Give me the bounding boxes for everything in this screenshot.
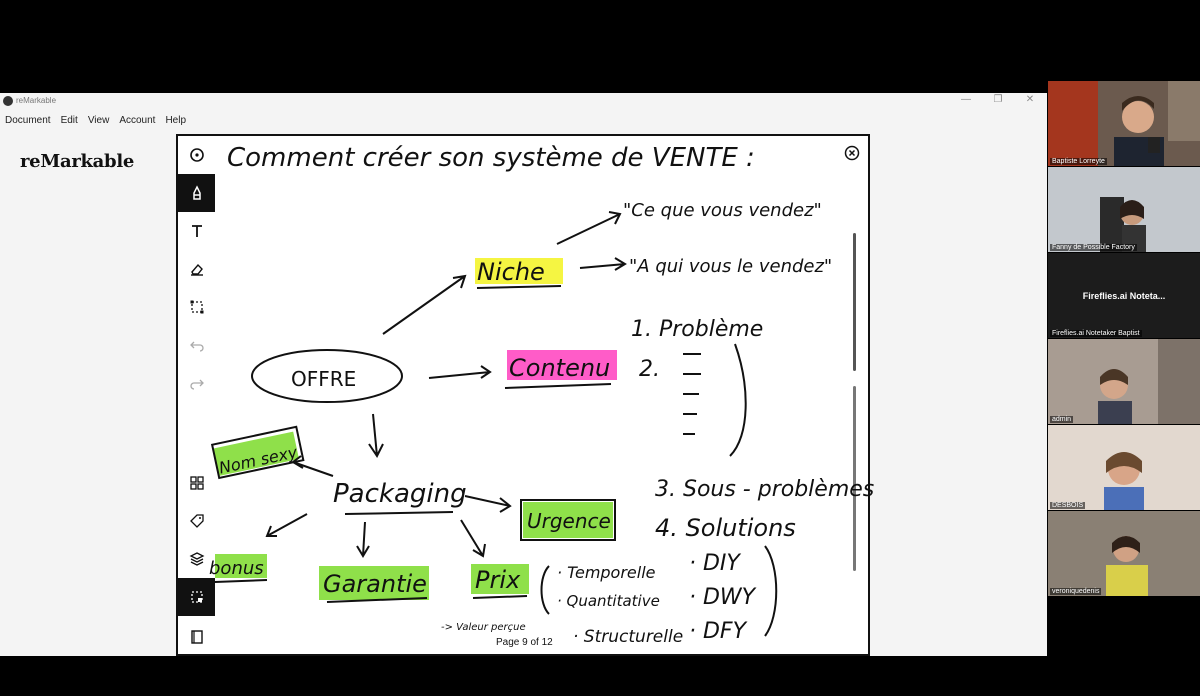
structurelle-text: · Structurelle (573, 627, 683, 647)
probleme-text: 1. Problème (631, 317, 763, 342)
close-document-icon[interactable] (844, 145, 860, 161)
contenu-highlight (507, 350, 617, 380)
grid-icon (189, 476, 204, 490)
handwriting-canvas[interactable]: Comment créer son système de VENTE : OFF… (209, 136, 874, 654)
bonus-text: bonus (209, 558, 264, 579)
sous-problemes-text: 3. Sous - problèmes (655, 477, 874, 502)
valeur-percue-text: -> Valeur perçue (441, 622, 526, 633)
circle-menu-icon (189, 148, 204, 162)
selection-tool[interactable] (178, 288, 215, 326)
dwy-text: · DWY (689, 585, 757, 610)
offre-text: OFFRE (291, 367, 356, 391)
app-logo-icon (3, 96, 13, 106)
eraser-icon (190, 263, 203, 276)
garantie-highlight (319, 566, 429, 600)
underlines (214, 285, 612, 603)
diy-text: · DIY (689, 551, 741, 576)
participant-name: veroniquedenis (1050, 588, 1102, 595)
arrows (265, 211, 778, 637)
move-tool[interactable] (178, 578, 215, 616)
participant-tile[interactable]: veroniquedenis (1048, 511, 1200, 596)
video-feed-image (1048, 81, 1200, 166)
urgence-text: Urgence (527, 509, 611, 533)
scrollbar-track[interactable] (853, 386, 856, 571)
page-overview-button[interactable] (178, 464, 215, 502)
layers-button[interactable] (178, 540, 215, 578)
urgence-highlight (523, 502, 613, 538)
eraser-tool[interactable] (178, 250, 215, 288)
text-icon (191, 225, 202, 237)
menu-account[interactable]: Account (119, 115, 156, 126)
temporelle-text: · Temporelle (557, 563, 656, 582)
offre-ellipse (251, 349, 403, 403)
participant-video-title: Fireflies.ai Noteta... (1082, 291, 1166, 301)
menu-edit[interactable]: Edit (60, 115, 78, 126)
text-tool[interactable] (178, 212, 215, 250)
page-indicator: Page 9 of 12 (496, 637, 553, 648)
document-viewer: Comment créer son système de VENTE : OFF… (176, 134, 874, 656)
prix-highlight (471, 564, 529, 594)
pen-tool[interactable] (178, 174, 215, 212)
video-feed-image (1048, 511, 1200, 596)
participant-name: Fanny de Possible Factory (1050, 244, 1137, 251)
menu-help[interactable]: Help (165, 115, 187, 126)
a-qui-text: "A qui vous le vendez" (629, 256, 832, 277)
participant-tile[interactable]: Fireflies.ai Noteta... Fireflies.ai Note… (1048, 253, 1200, 338)
garantie-text: Garantie (323, 570, 427, 598)
notebook-icon (190, 630, 203, 644)
minimize-button[interactable]: — (961, 94, 971, 105)
bonus-highlight (215, 554, 267, 578)
menu-bar: Document Edit View Account Help (0, 113, 191, 129)
redo-icon (189, 379, 204, 390)
item-two-text: 2. (639, 357, 660, 382)
window-title: reMarkable (16, 96, 57, 105)
close-window-button[interactable]: ✕ (1025, 94, 1035, 105)
layers-icon (189, 552, 204, 566)
video-feed-image (1048, 425, 1200, 510)
menu-view[interactable]: View (87, 115, 110, 126)
menu-document[interactable]: Document (5, 115, 51, 126)
title-bar: reMarkable — ❐ ✕ (0, 93, 1047, 110)
participant-tile[interactable]: DESBOIS (1048, 425, 1200, 510)
packaging-text: Packaging (333, 479, 467, 509)
dfy-text: · DFY (689, 619, 748, 644)
nom-sexy-box (210, 425, 305, 480)
participant-tile[interactable]: admin (1048, 339, 1200, 424)
menu-tool[interactable] (178, 136, 215, 174)
urgence-box (520, 499, 616, 541)
title-handwriting: Comment créer son système de VENTE : (227, 143, 755, 173)
video-feed-image (1048, 339, 1200, 424)
solutions-text: 4. Solutions (655, 514, 796, 542)
tool-sidebar (178, 136, 215, 654)
nom-sexy-highlight (212, 431, 299, 477)
niche-text: Niche (477, 258, 545, 286)
move-icon (190, 591, 203, 603)
brand-logo: reMarkable (20, 151, 135, 172)
notebook-button[interactable] (178, 618, 215, 656)
tag-button[interactable] (178, 502, 215, 540)
participant-name: Fireflies.ai Notetaker Baptist (1050, 330, 1142, 337)
contenu-text: Contenu (509, 354, 610, 382)
tag-icon (189, 514, 204, 528)
niche-highlight (475, 258, 563, 284)
selection-icon (190, 300, 203, 314)
redo-button[interactable] (178, 364, 215, 402)
video-feed-image (1048, 167, 1200, 252)
prix-text: Prix (475, 566, 521, 594)
participant-name: Baptiste Lorreyte (1050, 158, 1107, 165)
remarkable-app-window: reMarkable — ❐ ✕ Document Edit View Acco… (0, 93, 1047, 656)
pen-icon (192, 185, 201, 200)
participant-tile[interactable]: Fanny de Possible Factory (1048, 167, 1200, 252)
scrollbar-thumb[interactable] (853, 233, 856, 371)
maximize-button[interactable]: ❐ (993, 94, 1003, 105)
participant-tile[interactable]: Baptiste Lorreyte (1048, 81, 1200, 166)
ce-que-text: "Ce que vous vendez" (623, 200, 822, 221)
participant-name: admin (1050, 416, 1074, 423)
undo-icon (189, 341, 204, 352)
undo-button[interactable] (178, 326, 215, 364)
participant-name: DESBOIS (1050, 502, 1086, 509)
quantitative-text: · Quantitative (557, 592, 660, 610)
